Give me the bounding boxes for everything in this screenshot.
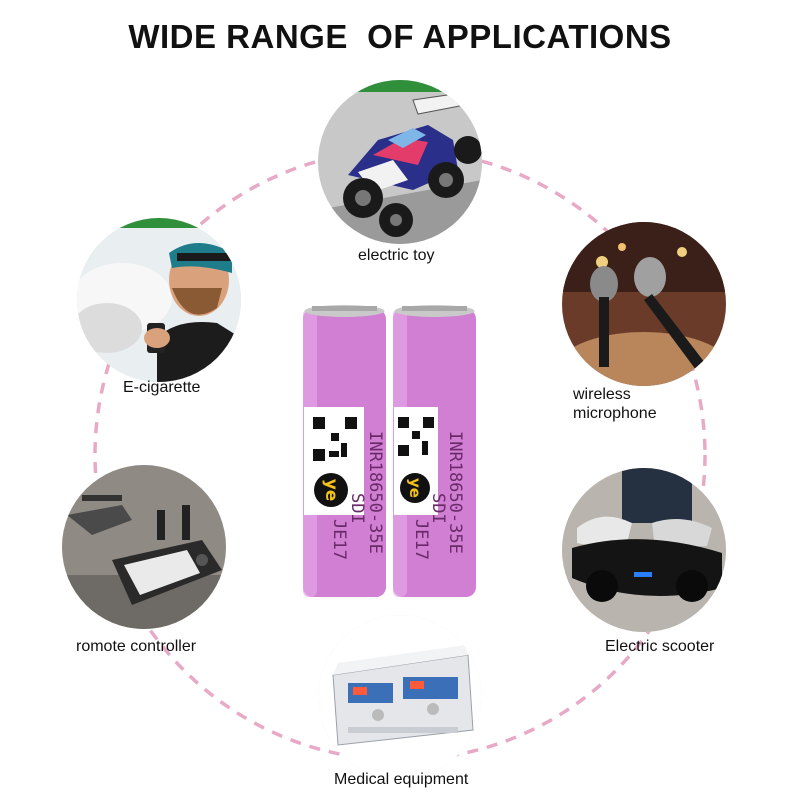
microphone-icon	[562, 222, 726, 386]
electric-scooter-image	[562, 468, 726, 632]
label-electric-scooter: Electric scooter	[605, 638, 715, 655]
e-cigarette-image	[77, 218, 241, 382]
rc-car-icon	[318, 80, 482, 244]
battery-left-date: JE17	[329, 519, 349, 560]
brand-logo-icon: ye	[400, 473, 430, 503]
qr-code-icon	[396, 415, 436, 459]
battery-left: ye INR18650-35E SDI JE17	[302, 303, 387, 598]
qr-code-icon	[311, 415, 359, 463]
battery-right-code: SDI	[428, 493, 448, 524]
label-medical-equipment: Medical equipment	[334, 771, 469, 788]
battery-left-code: SDI	[347, 493, 367, 524]
remote-controller-image	[62, 465, 226, 629]
label-e-cigarette: E-cigarette	[123, 379, 201, 396]
label-remote-controller: romote controller	[76, 638, 197, 655]
battery-left-model: INR18650-35E	[365, 431, 385, 554]
hoverboard-icon	[562, 468, 726, 632]
label-wireless-microphone: wireless microphone	[573, 386, 657, 422]
battery-right-model: INR18650-35E	[445, 431, 465, 554]
drone-controller-icon	[62, 465, 226, 629]
medical-equipment-image	[318, 615, 482, 779]
battery-right-date: JE17	[411, 519, 431, 560]
medical-device-icon	[318, 615, 482, 779]
vaping-man-icon	[77, 218, 241, 382]
label-electric-toy: electric toy	[358, 247, 435, 264]
brand-logo-icon: ye	[314, 473, 348, 507]
wireless-microphone-image	[562, 222, 726, 386]
electric-toy-image	[318, 80, 482, 244]
battery-right: ye INR18650-35E SDI JE17	[392, 303, 477, 598]
page-title: WIDE RANGE OF APPLICATIONS	[128, 18, 672, 55]
